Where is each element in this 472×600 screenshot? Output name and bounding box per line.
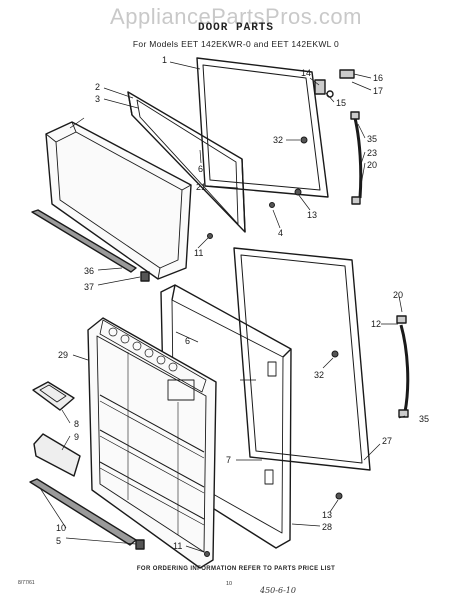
callout-11b: 11	[173, 541, 182, 551]
lower-door-clip	[135, 539, 145, 550]
callout-2: 2	[95, 82, 100, 92]
callout-7: 7	[226, 455, 231, 465]
callout-13b: 13	[322, 510, 332, 520]
page-number: 10	[226, 581, 233, 587]
callout-21: 21	[196, 182, 206, 192]
callout-37: 37	[84, 282, 94, 292]
watermark: AppliancePartsPros.com	[110, 4, 362, 29]
page-code: 8/77/61	[18, 580, 35, 586]
callout-9: 9	[74, 432, 79, 442]
callout-23: 23	[367, 148, 377, 158]
callout-29: 29	[58, 350, 68, 360]
egg-tray	[32, 381, 75, 411]
callout-11a: 11	[194, 248, 203, 258]
callout-5: 5	[56, 536, 61, 546]
callout-20b: 20	[393, 290, 403, 300]
upper-door	[45, 121, 192, 280]
callout-17: 17	[373, 86, 383, 96]
callout-20a: 20	[367, 160, 377, 170]
callout-12: 12	[371, 319, 381, 329]
callout-10: 10	[56, 523, 66, 533]
handwritten-note: 450-6-10	[260, 586, 296, 595]
callout-6b: 6	[185, 336, 190, 346]
model-subtitle: For Models EET 142EKWR-0 and EET 142EKWL…	[132, 39, 340, 49]
ordering-info-footer: FOR ORDERING INFORMATION REFER TO PARTS …	[136, 566, 336, 572]
upper-door-trim-strip	[31, 209, 137, 273]
callout-14: 14	[301, 68, 311, 78]
callout-32a: 32	[273, 135, 283, 145]
door-bin	[33, 433, 81, 477]
upper-door-clip	[140, 271, 150, 282]
callout-27: 27	[382, 436, 392, 446]
leader-lines	[39, 61, 406, 553]
upper-door-liner-frame	[127, 91, 246, 233]
upper-door-handle	[350, 111, 363, 205]
callout-1: 1	[162, 55, 167, 65]
callout-28: 28	[322, 522, 332, 532]
upper-door-gasket	[196, 57, 329, 198]
fasteners	[204, 136, 343, 557]
callout-labels: 1 2 3 6 21 14 15 16 17 32 35 23 20 13 4 …	[56, 55, 429, 551]
callout-32b: 32	[314, 370, 324, 380]
callout-16: 16	[373, 73, 383, 83]
lower-door	[87, 317, 217, 569]
callout-6a: 6	[198, 164, 203, 174]
lower-door-handle	[396, 315, 410, 418]
callout-35a: 35	[367, 134, 377, 144]
callout-8: 8	[74, 419, 79, 429]
callout-4: 4	[278, 228, 283, 238]
callout-15: 15	[336, 98, 346, 108]
callout-35b: 35	[419, 414, 429, 424]
callout-13a: 13	[307, 210, 317, 220]
top-hinge-assembly	[314, 69, 355, 98]
callout-3: 3	[95, 94, 100, 104]
lower-door-gasket	[233, 247, 371, 471]
page-title: DOOR PARTS	[197, 22, 274, 34]
callout-36: 36	[84, 266, 94, 276]
